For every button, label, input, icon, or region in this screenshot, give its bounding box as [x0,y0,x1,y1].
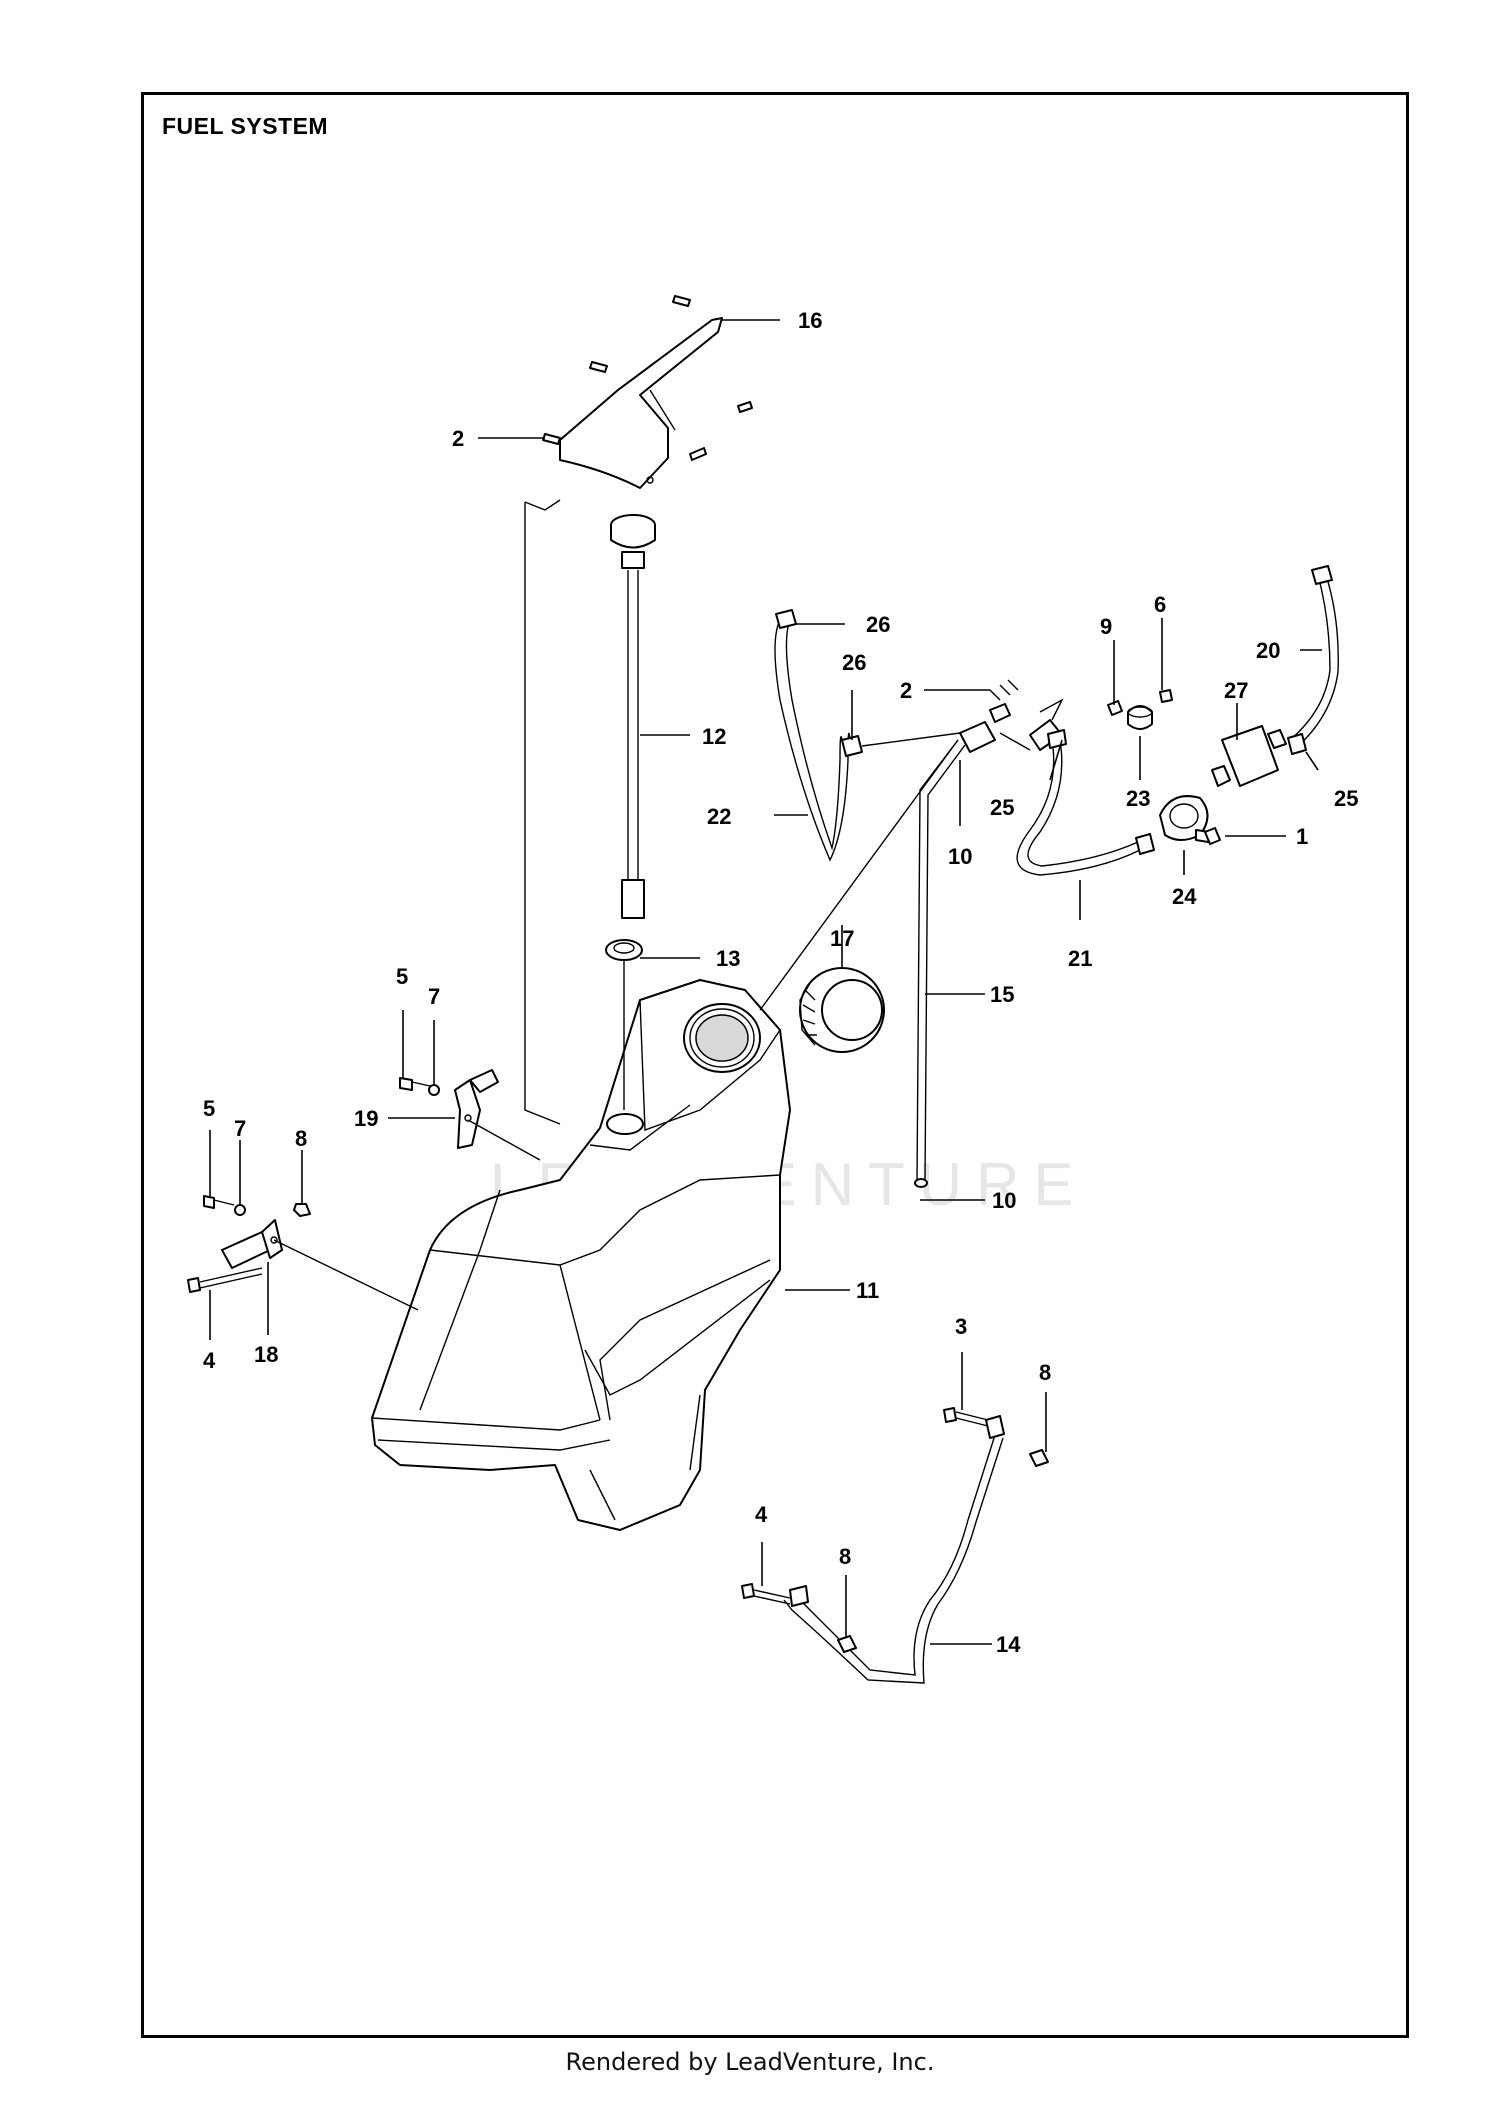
fuel-cap [799,967,885,1053]
callout-8: 8 [295,1126,307,1151]
callout-4: 4 [755,1502,768,1527]
bolt-4-left [187,1267,263,1293]
bolt-3 [943,1407,1049,1467]
callout-5: 5 [203,1096,215,1121]
grommet [605,939,643,961]
callout-6: 6 [1154,592,1166,617]
footer-credit: Rendered by LeadVenture, Inc. [565,2048,935,2076]
fuel-line-15 [914,739,966,1188]
screw-1 [1204,827,1221,845]
bolt-5-upper [399,1077,440,1096]
callout-24: 24 [1172,884,1197,909]
filter-clamp [1159,795,1211,843]
vent-hose-22 [774,609,961,862]
bracket-19 [454,1069,499,1149]
callout-20: 20 [1256,638,1280,663]
callout-14: 14 [996,1632,1021,1657]
bolt-4-lower [741,1583,857,1653]
callout-26: 26 [842,650,866,675]
fuel-filter [1211,725,1287,787]
callout-10: 10 [992,1188,1016,1213]
callout-5: 5 [396,964,408,989]
callout-23: 23 [1126,786,1150,811]
callout-27: 27 [1224,678,1248,703]
fuel-tank [371,979,791,1531]
fuel-hose-20 [1287,565,1339,755]
callout-25: 25 [990,795,1014,820]
callout-15: 15 [990,982,1014,1007]
callout-4: 4 [203,1348,216,1373]
callout-2: 2 [452,426,464,451]
grommet-23 [1107,689,1173,730]
callout-1: 1 [1296,824,1308,849]
support-rod-14 [783,1415,1005,1684]
tee-fitting [959,679,1063,753]
callout-10: 10 [948,844,972,869]
callout-9: 9 [1100,614,1112,639]
reference-lines [273,499,1064,1311]
callout-7: 7 [234,1116,246,1141]
leader-lines [209,319,1322,1645]
callout-25: 25 [1334,786,1358,811]
callout-12: 12 [702,724,726,749]
diagram-border [141,92,1409,2038]
fill-neck [683,1003,761,1073]
callout-17: 17 [830,926,854,951]
callout-7: 7 [428,984,440,1009]
callout-13: 13 [716,946,740,971]
fuel-gauge-sender [610,514,656,919]
callout-21: 21 [1068,946,1092,971]
callout-2: 2 [900,678,912,703]
callout-22: 22 [707,804,731,829]
callout-11: 11 [856,1278,879,1303]
bracket-18 [221,1219,283,1269]
shield-bracket [559,317,723,489]
callout-26: 26 [866,612,890,637]
callout-labels: 16 2 12 26 26 2 22 10 25 9 6 20 27 23 25… [203,308,1358,1657]
bolt-5-left [203,1195,311,1217]
callout-3: 3 [955,1314,967,1339]
page-title: FUEL SYSTEM [162,113,329,139]
callout-19: 19 [354,1106,378,1131]
callout-8: 8 [839,1544,851,1569]
callout-8: 8 [1039,1360,1051,1385]
callout-16: 16 [798,308,822,333]
callout-18: 18 [254,1342,278,1367]
